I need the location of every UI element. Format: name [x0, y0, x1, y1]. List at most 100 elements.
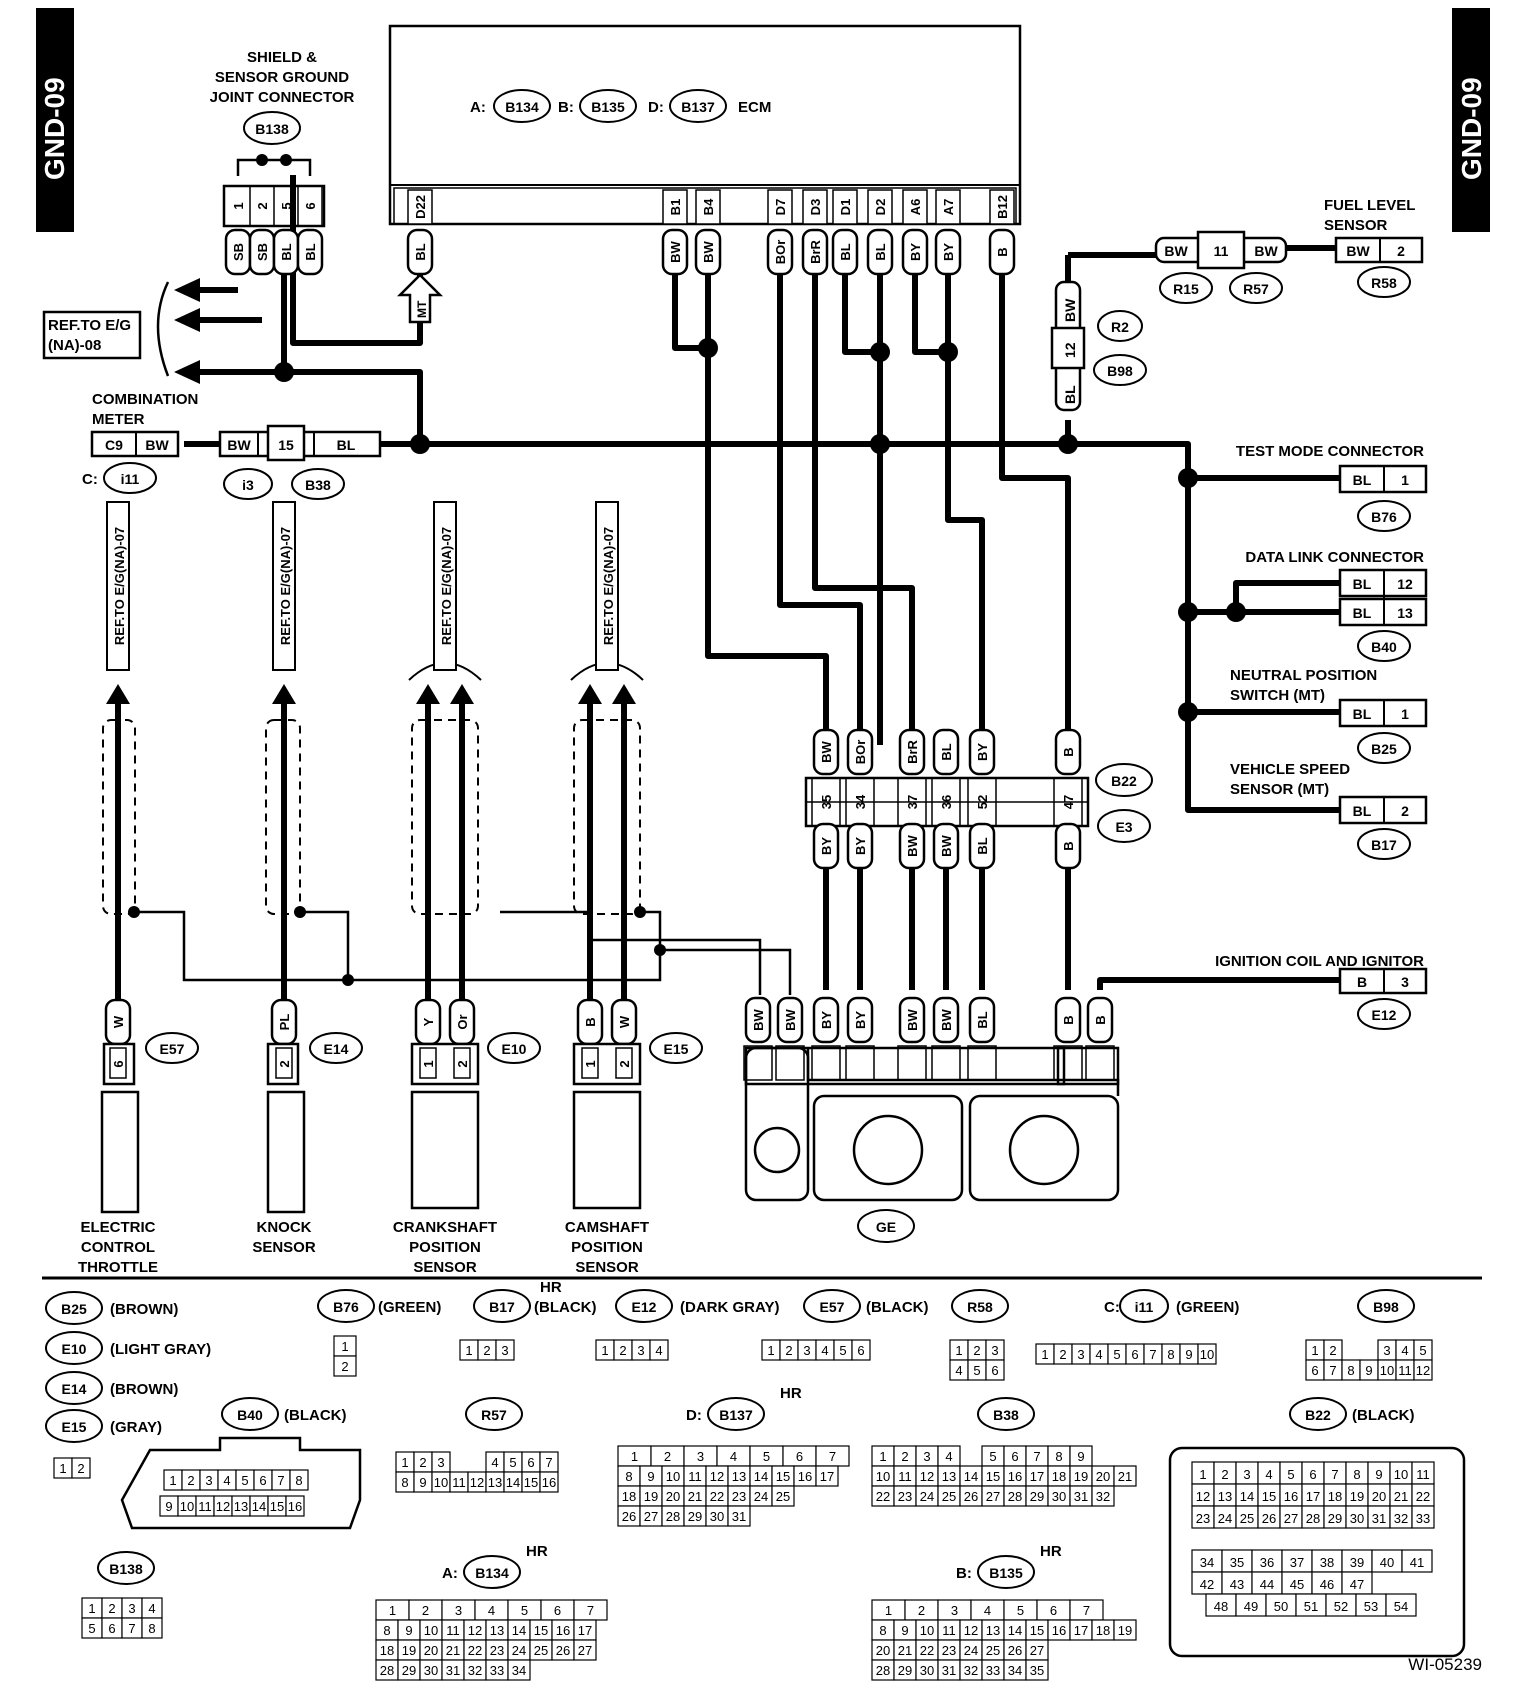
wire-color-label: B	[1061, 747, 1076, 756]
pin-number: 19	[1074, 1469, 1088, 1484]
pin-number: 14	[506, 1475, 520, 1490]
wire-color-label: BW	[783, 1008, 798, 1030]
pin-number: 1	[879, 1449, 886, 1464]
pin-number: 31	[446, 1663, 460, 1678]
pin-number: 35	[1230, 1555, 1244, 1570]
wire-tag	[1054, 728, 1082, 776]
sensor-id: E14	[324, 1041, 349, 1057]
legend-label: (GREEN)	[1176, 1299, 1239, 1316]
wire-tag	[812, 996, 840, 1044]
wire-tag	[831, 228, 859, 276]
wire-color-label: BW	[819, 740, 834, 762]
wire-color-label: Y	[421, 1017, 436, 1026]
neutral-position-switch: NEUTRAL POSITION SWITCH (MT) BL 1 B25	[1230, 667, 1428, 764]
pin-number: 12	[216, 1499, 230, 1514]
pin-number: 14	[1008, 1623, 1022, 1638]
wire-tag	[932, 996, 960, 1044]
pin-number: 7	[1083, 1603, 1090, 1618]
pin-number: 14	[512, 1623, 526, 1638]
svg-text:BW: BW	[1164, 243, 1188, 259]
pin-number: 25	[1240, 1511, 1254, 1526]
wire-color-label: BL	[413, 243, 428, 260]
pin-number: 1	[955, 1343, 962, 1358]
svg-text:i11: i11	[121, 471, 140, 487]
pin-number: 11	[1398, 1363, 1412, 1378]
pin-number: 26	[556, 1643, 570, 1658]
pin-number: 51	[1304, 1599, 1318, 1614]
pin-number: 7	[128, 1621, 135, 1636]
pin-number: 10	[1200, 1347, 1214, 1362]
svg-text:1: 1	[1401, 706, 1409, 722]
wire-color-label: BL	[975, 837, 990, 854]
pin-number: 18	[622, 1489, 636, 1504]
pin-number: 40	[1380, 1555, 1394, 1570]
svg-text:BL: BL	[1353, 706, 1372, 722]
legend-connector-id	[977, 1397, 1035, 1431]
vehicle-speed-sensor: VEHICLE SPEED SENSOR (MT) BL 2 B17	[1230, 761, 1428, 860]
pin-number: 3	[923, 1449, 930, 1464]
svg-text:SENSOR GROUND: SENSOR GROUND	[215, 69, 349, 86]
pin-number: 5	[241, 1473, 248, 1488]
legend-id-label: E57	[820, 1299, 845, 1315]
pin-number: 3	[501, 1343, 508, 1358]
joint-id-b38	[291, 468, 345, 500]
pinout-grid: 12	[333, 1335, 357, 1377]
pin-number: 8	[879, 1623, 886, 1638]
pin-number: 30	[424, 1663, 438, 1678]
pin-number: 39	[1350, 1555, 1364, 1570]
ecm-pin	[935, 189, 961, 225]
joint-connector: SHIELD & SENSOR GROUND JOINT CONNECTOR B…	[210, 49, 355, 228]
ref-label-box	[595, 501, 619, 671]
wire-color-label: W	[617, 1015, 632, 1028]
pin-number: 20	[666, 1489, 680, 1504]
pin-number: 52	[1334, 1599, 1348, 1614]
legend-id-label: B25	[61, 1301, 87, 1317]
wire-color-label: BrR	[808, 239, 823, 263]
pin-number: 34	[1008, 1663, 1022, 1678]
legend-connector-id	[45, 1331, 103, 1365]
pin-number: 33	[1416, 1511, 1430, 1526]
pin-number: 16	[542, 1475, 556, 1490]
ecm-pin-label: B12	[995, 195, 1010, 219]
svg-text:B:: B:	[558, 99, 574, 116]
pin-number: 13	[732, 1469, 746, 1484]
page-tag-left: GND-09	[36, 8, 74, 232]
wire-tag	[1054, 822, 1082, 870]
pin-number: 7	[1149, 1347, 1156, 1362]
pin-number: 36	[1260, 1555, 1274, 1570]
legend-label: (GRAY)	[110, 1419, 162, 1436]
pin-number: 7	[587, 1603, 594, 1618]
wire-color-label: BW	[701, 240, 716, 262]
pin-number: 12	[964, 1623, 978, 1638]
b22-pin-label: 35	[819, 795, 834, 809]
pin-number: 23	[732, 1489, 746, 1504]
wire-tag	[846, 728, 874, 776]
wire-tag	[766, 228, 794, 276]
pin-number: 28	[1008, 1489, 1022, 1504]
pin-number: 2	[77, 1461, 84, 1476]
wire-color-label: BW	[751, 1008, 766, 1030]
pin-number: 5	[521, 1603, 528, 1618]
pin-number: 9	[901, 1623, 908, 1638]
wire-color-label: BY	[908, 243, 923, 261]
pin-number: 18	[380, 1643, 394, 1658]
svg-text:1: 1	[1401, 472, 1409, 488]
b22-pin-label: 37	[905, 795, 920, 809]
page-tag-right: GND-09	[1452, 8, 1490, 232]
pin-number: 47	[1350, 1577, 1364, 1592]
legend-id-label: R57	[481, 1407, 507, 1423]
pin-number: 19	[402, 1643, 416, 1658]
pin-number: 3	[803, 1343, 810, 1358]
pin-number: 9	[647, 1469, 654, 1484]
neutral-switch-id	[1357, 732, 1411, 764]
pin-number: 4	[488, 1603, 495, 1618]
pin-number: 6	[1011, 1449, 1018, 1464]
pin-number: 16	[288, 1499, 302, 1514]
wire-color-label: BY	[853, 837, 868, 855]
pin-number: 34	[512, 1663, 526, 1678]
